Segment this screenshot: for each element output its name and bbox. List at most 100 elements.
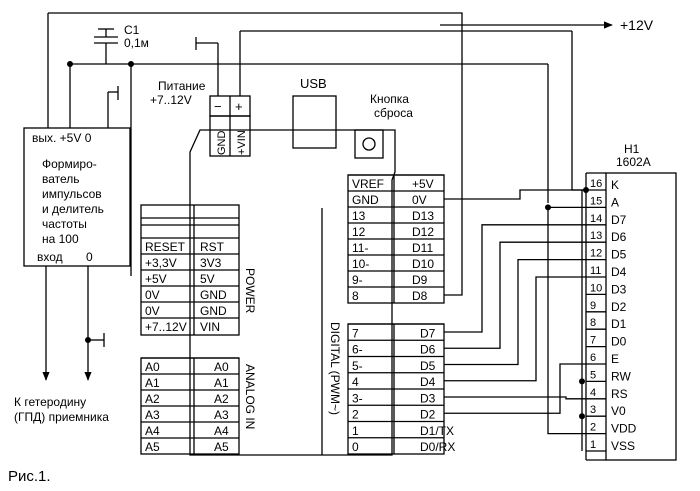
power-pin-gnd: GND [216, 131, 228, 156]
lcd-pin-num: 4 [590, 387, 596, 399]
analog-left: A4 [145, 424, 160, 438]
signal-wire [444, 363, 586, 414]
analog-right: A3 [214, 408, 229, 422]
digital-name: DIGITAL (PWM~) [328, 322, 342, 415]
power-header-name: POWER [243, 268, 257, 314]
lcd-model: 1602A [616, 155, 651, 169]
gnd-wire [444, 189, 586, 200]
shaper-box [23, 127, 131, 267]
usb-label: USB [300, 76, 327, 91]
digital-upper-left: 13 [352, 209, 366, 223]
signal-wire [444, 276, 586, 382]
power-pin-vin: +VIN [236, 130, 248, 155]
power-minus: − [214, 99, 222, 114]
lcd-pin-name: RS [611, 387, 628, 401]
power-left: +7..12V [145, 320, 187, 334]
power-right: GND [200, 288, 227, 302]
analog-left: A0 [145, 360, 160, 374]
shaper-line-2: импульсов [42, 187, 102, 201]
lcd-pin-name: RW [611, 369, 631, 383]
power-left: +3,3V [145, 256, 177, 270]
lcd-pin-num: 3 [590, 404, 596, 416]
lcd-pin-name: K [611, 178, 619, 192]
analog-right: A4 [214, 424, 229, 438]
reset-button [354, 129, 384, 159]
digital-upper-left: 8 [352, 289, 359, 303]
figure-title: Рис.1. [8, 468, 51, 485]
digital-lower-left: 7 [352, 326, 359, 340]
digital-upper-right: D13 [412, 209, 434, 223]
analog-right: A1 [214, 376, 229, 390]
digital-upper-left: GND [352, 193, 379, 207]
digital-lower-right: D7 [420, 326, 436, 340]
wire-12v-arrow [462, 13, 615, 25]
power-left: 0V [145, 288, 160, 302]
lcd-pin-name: D4 [611, 265, 627, 279]
cap-ref: C1 [124, 23, 140, 37]
shaper-top: вых. +5V 0 [32, 131, 92, 145]
lcd-pin-name: D1 [611, 317, 627, 331]
output-label-2: (ГПД) приемника [14, 410, 109, 424]
lcd-pin-num: 6 [590, 352, 596, 364]
analog-header-name: ANALOG IN [243, 364, 257, 429]
digital-lower-right: D6 [420, 343, 436, 357]
lcd-pin-num: 16 [590, 178, 602, 190]
digital-lower-left: 1 [352, 424, 359, 438]
digital-upper-right: 0V [412, 193, 427, 207]
digital-lower-right: D0/RX [420, 440, 455, 454]
lcd-pin-name: D3 [611, 282, 627, 296]
lcd-pin-name: A [611, 195, 619, 209]
shaper-line-5: на 100 [42, 232, 79, 246]
lcd-pin-num: 15 [590, 195, 602, 207]
digital-lower-right: D3 [420, 391, 436, 405]
analog-right: A2 [214, 392, 229, 406]
power-right: 5V [200, 272, 215, 286]
junction-dot [545, 204, 551, 211]
digital-lower-right: D2 [420, 408, 436, 422]
power-title-1: Питание [158, 79, 206, 93]
lcd-pin-name: V0 [611, 404, 626, 418]
power-right: GND [200, 304, 227, 318]
digital-upper-left: 9- [352, 273, 363, 287]
junction-dot [579, 378, 585, 385]
digital-upper-left: 10- [352, 257, 369, 271]
signal-wire [444, 224, 586, 333]
power-left: RESET [145, 240, 186, 254]
digital-lower-right: D5 [420, 359, 436, 373]
digital-upper-right: +5V [412, 177, 434, 191]
lcd-pin-num: 13 [590, 230, 602, 242]
digital-upper-right: D10 [412, 257, 434, 271]
junction-dot [128, 61, 134, 67]
signal-wire [444, 396, 586, 400]
lcd-pin-num: 11 [590, 265, 601, 277]
digital-upper-right: D8 [412, 289, 428, 303]
cap-value: 0,1м [124, 36, 149, 50]
junction-dot [67, 61, 73, 67]
digital-lower-left: 0 [352, 440, 359, 454]
digital-upper-left: 11- [352, 241, 368, 255]
power-left: +5V [145, 272, 167, 286]
lcd-pin-name: D6 [611, 230, 627, 244]
lcd-pin-name: D2 [611, 300, 627, 314]
lcd-pin-num: 14 [590, 213, 602, 225]
power-right: VIN [200, 320, 220, 334]
analog-left: A2 [145, 392, 160, 406]
usb-port [292, 95, 337, 149]
digital-upper-right: D12 [412, 225, 434, 239]
power-plus: + [235, 99, 243, 114]
power-right: RST [200, 240, 225, 254]
supply-label: +12V [620, 17, 654, 33]
lcd-body [605, 172, 677, 461]
digital-lower-left: 4 [352, 375, 359, 389]
lcd-pin-name: VSS [611, 439, 635, 453]
signal-wire [444, 258, 586, 366]
analog-left: A3 [145, 408, 160, 422]
analog-left: A5 [145, 440, 160, 454]
lcd-pin-name: E [611, 352, 619, 366]
digital-lower-left: 3- [352, 391, 363, 405]
shaper-line-0: Формиро- [42, 157, 97, 171]
shaper-line-1: ватель [42, 172, 80, 186]
wire-12v-top [48, 12, 463, 296]
shaper-line-3: и делитель [42, 202, 104, 216]
